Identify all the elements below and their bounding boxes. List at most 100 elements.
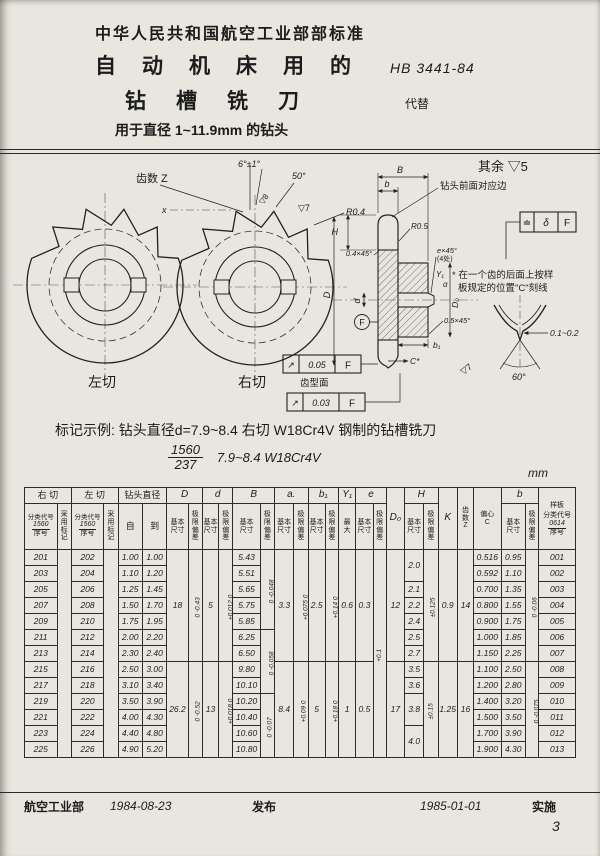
cell-from: 1.25 [117, 581, 143, 598]
runout-symbol-1: ↗ [287, 360, 295, 370]
cell-b: 1.10 [500, 565, 526, 582]
cell-left-code: 210 [70, 613, 105, 630]
B-basic-header: 基本 尺寸 [232, 503, 261, 550]
table-row: 219 220 3.50 3.90 10.20 0 -0.07 3.8 1.40… [24, 693, 576, 758]
cell-b1-basic: 2.5 [307, 549, 326, 662]
dimension-table: 右 切 左 切 钻头直径 D d B a. b₁ Y₁ e D₀ H K 齿 数… [24, 487, 576, 758]
cell-a-dev: +0.075 0 [293, 549, 310, 662]
cell-right-code: 213 [24, 645, 58, 662]
cell-from: 1.75 [117, 613, 143, 630]
col-template: 样板 分类代号 0614 序号 [538, 487, 576, 550]
star-note-line2: 板规定的位置"C"刻线 [458, 282, 548, 294]
footer-org: 航空工业部 [24, 800, 85, 814]
cell-b: 4.30 [500, 741, 526, 758]
cell-C: 1.200 [473, 677, 502, 694]
footer-impl-date: 1985-01-01 [420, 799, 482, 813]
dia-to-header: 到 [141, 503, 168, 550]
cell-B: 6.25 [232, 629, 261, 646]
runout-value-1: 0.05 [308, 360, 327, 370]
cell-B: 5.43 [232, 549, 261, 566]
standard-org-line: 中华人民共和国航空工业部部标准 [95, 26, 366, 43]
cell-right-code: 203 [24, 565, 58, 582]
dim-D0: D₀ [450, 298, 460, 308]
runout-datum-1: F [345, 361, 351, 372]
dim-B: B [397, 165, 403, 175]
cell-template-code: 007 [538, 645, 576, 662]
cell-B: 5.51 [232, 565, 261, 582]
cell-right-mark-empty [56, 549, 72, 758]
cell-template-code: 001 [538, 549, 576, 566]
cell-right-code: 221 [24, 709, 58, 726]
parallelism-datum: F [564, 218, 570, 229]
page-title-line1: 自动机床用的 [95, 55, 377, 78]
right-cut-label: 右切 [238, 374, 266, 390]
parallelism-value: δ [543, 218, 549, 229]
star-note-line1: * 在一个齿的后面上按样 [452, 269, 553, 281]
b-dev-header: 极限 偏差 [524, 503, 540, 550]
cell-b1-dev: +0.14 0 [324, 549, 339, 662]
cell-C: 1.000 [473, 629, 502, 646]
cell-d-dev: +0.018 0 [218, 661, 234, 758]
cell-left-code: 206 [70, 581, 105, 598]
cell-template-code: 009 [538, 677, 576, 694]
cell-B: 5.85 [232, 613, 261, 630]
cell-e: 0.3 [355, 549, 374, 662]
left-cut-label: 左切 [88, 374, 116, 390]
cell-from: 4.00 [117, 709, 143, 726]
col-left-cut: 左 切 [70, 487, 119, 504]
cell-right-code: 217 [24, 677, 58, 694]
chamfer-04-label: 0.4×45° [346, 249, 372, 258]
cell-right-code: 215 [24, 661, 58, 678]
relief-angle-label: 50° [292, 171, 306, 181]
cell-left-code: 212 [70, 629, 105, 646]
cell-D-dev: 0 -0.52 [187, 661, 203, 758]
table-row: 203 204 1.10 1.20 5.51 0.592 1.10 002 [24, 565, 576, 582]
cell-from: 4.40 [117, 725, 143, 742]
cell-left-code: 214 [70, 645, 105, 662]
cell-template-code: 008 [538, 661, 576, 678]
cell-right-code: 205 [24, 581, 58, 598]
template-serial-label: 序号 [550, 528, 565, 536]
designation-suffix: 7.9~8.4 W18Cr4V [216, 449, 321, 465]
rake-angle-label: 6°±1° [238, 159, 261, 169]
dim-b1: b₁ [433, 340, 441, 350]
cell-right-code: 207 [24, 597, 58, 614]
cell-C: 0.800 [473, 597, 502, 614]
d-dev-header: 极限 偏差 [218, 503, 234, 550]
cell-C: 1.150 [473, 645, 502, 662]
col-eccentricity: 偏心 C [473, 487, 502, 550]
col-Y1: Y₁ [337, 487, 357, 504]
template-label: 样板 分类代号 [543, 502, 572, 519]
cell-to: 3.90 [141, 693, 168, 710]
runout-frame-1: ↗ 0.05 F 齿型面 [282, 354, 378, 389]
teeth-count-label: 齿数 Z [136, 172, 168, 185]
runout-frame-2: ↗ 0.03 F [286, 373, 401, 412]
table-row: 201 202 1.00 1.00 18 0 -0.43 5 +0.012 0 … [24, 549, 576, 758]
col-teeth-z: 齿 数 Z [456, 487, 475, 550]
cell-a-basic: 3.3 [274, 549, 295, 662]
designation-class-code: 1560 [168, 443, 203, 458]
cell-C: 1.700 [473, 725, 502, 742]
cell-H: 2.7 [404, 645, 425, 662]
cell-b: 1.85 [500, 629, 526, 646]
cell-d-basic: 13 [201, 661, 220, 758]
cell-B: 5.65 [232, 581, 261, 598]
cell-b: 1.75 [500, 613, 526, 630]
cell-B: 10.60 [232, 725, 261, 742]
cell-to: 2.40 [141, 645, 168, 662]
cell-B: 10.40 [232, 709, 261, 726]
col-H: H [404, 487, 439, 504]
cell-H: 3.8 [404, 693, 425, 726]
technical-drawing: 其余 ▽5 齿数 Z 6°±1° 50° ▽8 ▽7 R0.4 x 左切 右切 [12, 159, 579, 412]
cell-right-code: 209 [24, 613, 58, 630]
cell-C: 0.700 [473, 581, 502, 598]
cell-b: 2.50 [500, 661, 526, 678]
chamfer-e-label: e×45° [437, 246, 457, 255]
D-basic-header: 基本 尺寸 [166, 503, 189, 550]
table-row: 217 218 3.10 3.40 10.10 3.6 1.200 2.80 0… [24, 677, 576, 694]
cell-B: 10.20 [232, 693, 261, 710]
cell-b-dev: 0 -0.075 [524, 661, 540, 758]
cell-to: 4.80 [141, 725, 168, 742]
